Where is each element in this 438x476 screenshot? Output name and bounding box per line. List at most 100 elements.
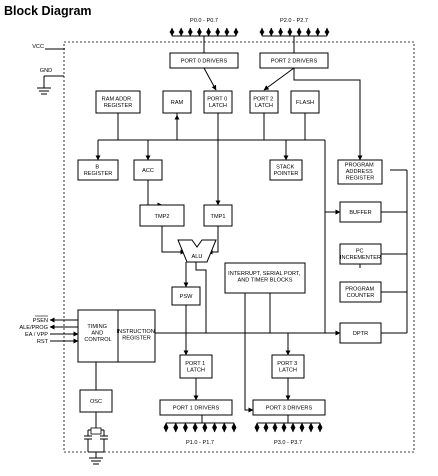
svg-text:RAM: RAM [171, 100, 184, 106]
pin-arrows [163, 27, 330, 433]
block-ram-addr-register-line2: REGISTER [104, 103, 133, 109]
block-stack-pointer: STACK POINTER [269, 159, 303, 181]
block-b-register: B REGISTER [77, 159, 119, 181]
block-osc: OSC [79, 389, 113, 413]
block-flash-label: FLASH [296, 100, 314, 106]
block-port3-drivers-label: PORT 3 DRIVERS [266, 406, 313, 412]
block-pc-incrementer-line2: INCREMENTER [340, 255, 381, 261]
svg-text:TMP1: TMP1 [211, 214, 226, 220]
diagram-title: Block Diagram [4, 4, 92, 18]
block-ram-addr-register: RAM ADDR. REGISTER [95, 90, 141, 114]
pin-gnd-label: GND [40, 68, 52, 74]
block-program-counter-line1: PROGRAM [345, 287, 374, 293]
block-buffer-label: BUFFER [349, 210, 371, 216]
svg-text:PORT 1 LATCH: PORT 1 LATCH [185, 361, 207, 374]
block-port1-latch-line1: PORT 1 [185, 361, 205, 367]
block-pc-incrementer: PC INCREMENTER [339, 243, 382, 265]
block-tmp1-label: TMP1 [211, 214, 226, 220]
block-timing-line2: AND [91, 331, 103, 337]
block-alu: ALU [177, 239, 217, 263]
svg-text:RAM ADDR. REGISTER: RAM ADDR. REGISTER [102, 97, 135, 110]
block-timing-and-control: TIMING AND CONTROL [77, 309, 119, 363]
svg-text:TIMING AND CONTROL: TIMING AND CONTROL [84, 324, 111, 343]
bus-p0-label: P0.0 - P0.7 [190, 18, 218, 24]
block-port3-latch-line2: LATCH [279, 368, 297, 374]
block-port2-drivers-label: PORT 2 DRIVERS [271, 59, 318, 65]
svg-text:INSTRUCTION REGISTER: INSTRUCTION REGISTER [117, 329, 157, 342]
block-acc-label: ACC [142, 168, 154, 174]
svg-text:PSW: PSW [180, 294, 193, 300]
block-program-address-register-line1: PROGRAM [345, 163, 374, 169]
svg-text:INTERRUPT, SERIAL PORT,: INTERRUPT, SERIAL PORT, AND TIMER BLOCKS [228, 271, 302, 284]
block-stack-pointer-line2: POINTER [274, 171, 299, 177]
svg-text:PORT 0 LATCH: PORT 0 LATCH [207, 97, 229, 110]
svg-text:FLASH: FLASH [296, 100, 314, 106]
block-port0-drivers-label: PORT 0 DRIVERS [181, 59, 228, 65]
svg-text:PORT 0 DRIVERS: PORT 0 DRIVERS [181, 59, 228, 65]
svg-text:PROGRAM ADDRESS RE: PROGRAM ADDRESS REGISTER [345, 163, 375, 182]
block-ram-label: RAM [171, 100, 184, 106]
block-port0-drivers: PORT 0 DRIVERS [169, 52, 239, 69]
block-port0-latch-line1: PORT 0 [207, 97, 227, 103]
block-ram-addr-register-line1: RAM ADDR. [102, 97, 134, 103]
bus-p2-label: P2.0 - P2.7 [280, 18, 308, 24]
block-psw-label: PSW [180, 294, 193, 300]
svg-text:BUFFER: BUFFER [349, 210, 371, 216]
block-timing-line3: CONTROL [84, 337, 111, 343]
block-program-address-register-line3: REGISTER [346, 176, 375, 182]
block-port2-latch-line1: PORT 2 [253, 97, 273, 103]
pin-ale-label: ALE/PROG [19, 325, 48, 331]
block-interrupt-line2: AND TIMER BLOCKS [238, 278, 293, 284]
block-ram: RAM [162, 90, 192, 114]
block-port2-latch: PORT 2 LATCH [249, 90, 279, 114]
block-program-counter: PROGRAM COUNTER [339, 281, 382, 303]
block-port1-latch: PORT 1 LATCH [179, 354, 213, 379]
block-tmp1: TMP1 [203, 204, 233, 227]
svg-text:PORT 2 LATCH: PORT 2 LATCH [253, 97, 275, 110]
svg-text:PORT 1 DRIVERS: PORT 1 DRIVERS [173, 406, 220, 412]
svg-text:TMP2: TMP2 [155, 214, 170, 220]
pin-vcc-label: VCC [32, 44, 44, 50]
svg-text:B REGISTER: B REGISTER [84, 165, 113, 178]
block-alu-label: ALU [192, 254, 203, 260]
svg-text:PORT 3 LATCH: PORT 3 LATCH [277, 361, 299, 374]
block-acc: ACC [133, 159, 163, 181]
block-b-register-line1: B [95, 165, 99, 171]
block-dptr: DPTR [339, 322, 382, 344]
block-buffer: BUFFER [339, 201, 382, 223]
block-instruction-register: INSTRUCTION REGISTER [117, 309, 157, 363]
svg-text:ACC: ACC [142, 168, 154, 174]
svg-text:PORT 2 DRIVERS: PORT 2 DRIVERS [271, 59, 318, 65]
block-interrupt-serial-timer: INTERRUPT, SERIAL PORT, AND TIMER BLOCKS [224, 262, 306, 294]
block-port1-drivers-label: PORT 1 DRIVERS [173, 406, 220, 412]
block-port3-latch-line1: PORT 3 [277, 361, 297, 367]
block-port1-drivers: PORT 1 DRIVERS [159, 399, 233, 416]
block-port1-latch-line2: LATCH [187, 368, 205, 374]
block-program-address-register-line2: ADDRESS [346, 169, 373, 175]
block-port2-latch-line2: LATCH [255, 103, 273, 109]
block-instruction-register-line2: REGISTER [122, 336, 151, 342]
svg-text:PROGRAM COUNTER: PROGRAM COUNTER [345, 287, 375, 300]
block-port2-drivers: PORT 2 DRIVERS [259, 52, 329, 69]
block-timing-line1: TIMING [87, 324, 107, 330]
svg-text:DPTR: DPTR [353, 331, 368, 337]
pin-psen-label: PSEN [33, 318, 48, 324]
block-psw: PSW [171, 286, 201, 306]
bus-p3-label: P3.0 - P3.7 [274, 440, 302, 446]
bus-p1-label: P1.0 - P1.7 [186, 440, 214, 446]
block-flash: FLASH [290, 90, 320, 114]
block-dptr-label: DPTR [353, 331, 368, 337]
block-interrupt-line1: INTERRUPT, SERIAL PORT, [228, 271, 301, 277]
block-program-address-register: PROGRAM ADDRESS REGISTER [337, 159, 383, 185]
svg-text:PC INCREMENTER: PC INCREMENTER [340, 249, 381, 262]
block-stack-pointer-line1: STACK [276, 165, 295, 171]
block-tmp2-label: TMP2 [155, 214, 170, 220]
block-program-counter-line2: COUNTER [347, 293, 375, 299]
block-port3-drivers: PORT 3 DRIVERS [252, 399, 326, 416]
block-instruction-register-line1: INSTRUCTION [117, 329, 155, 335]
svg-text:STACK POINTER: STACK POINTER [274, 165, 299, 178]
block-port0-latch: PORT 0 LATCH [203, 90, 233, 114]
block-port3-latch: PORT 3 LATCH [271, 354, 305, 379]
block-tmp2: TMP2 [139, 204, 185, 227]
